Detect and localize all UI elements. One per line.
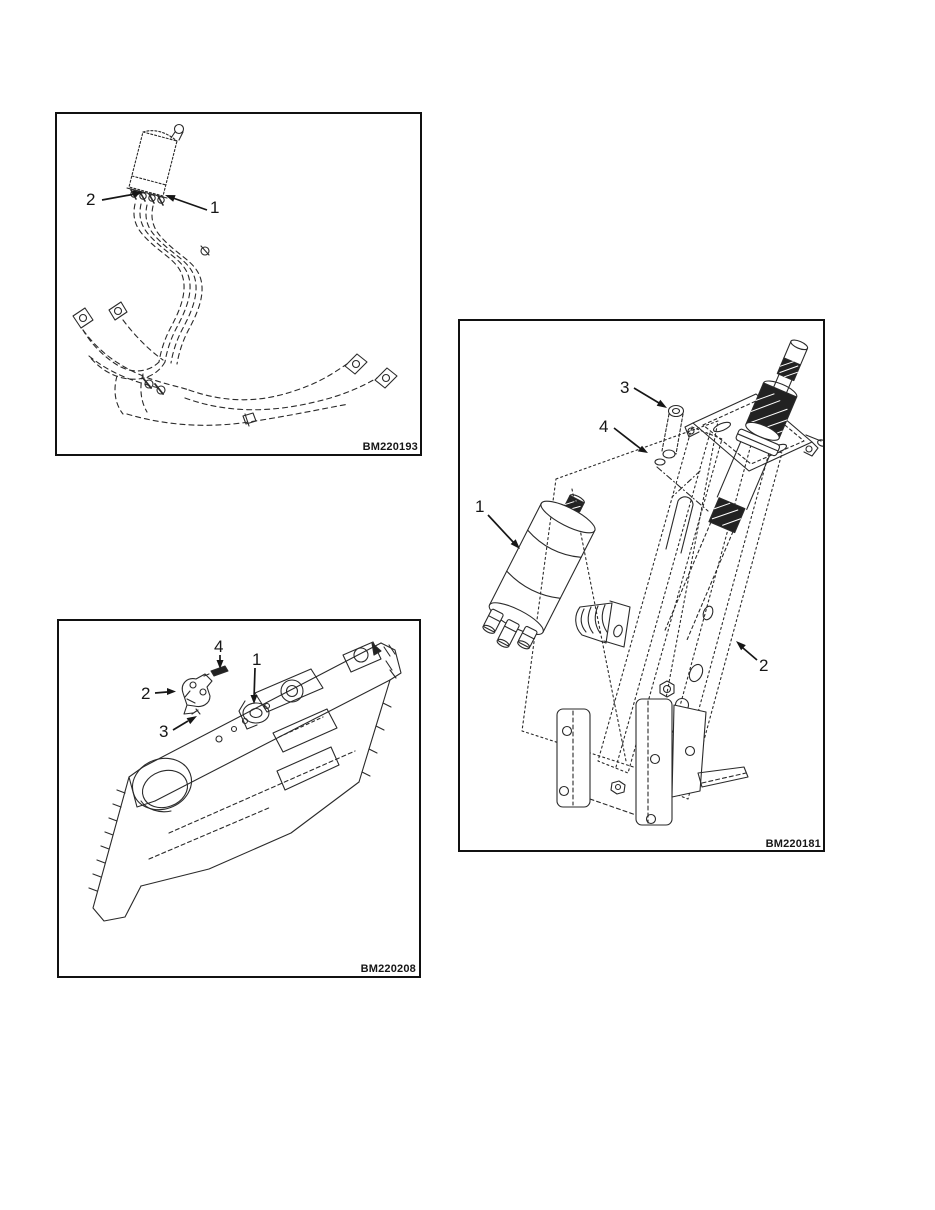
callout-1: 1 (250, 650, 261, 704)
callout-3: 3 (159, 716, 197, 741)
figure-hose-assembly: 2 1 BM220193 (55, 112, 422, 456)
leader-line (172, 720, 189, 731)
arrowhead-icon (186, 716, 197, 725)
leader-line (101, 193, 136, 201)
mounting-flange (684, 393, 823, 472)
callout-label-2: 2 (141, 684, 150, 703)
leader-line (154, 691, 168, 694)
leader-line (253, 667, 256, 700)
gear-coupling (575, 600, 631, 648)
leader-line (742, 647, 758, 661)
arrowhead-icon (656, 399, 667, 408)
hose-fittings (126, 187, 168, 206)
arrowhead-icon (637, 445, 648, 453)
figure-console-assembly: 4 2 1 3 BM220208 (57, 619, 421, 978)
console-top-openings (215, 641, 382, 791)
figure-steering-column: 3 4 1 2 BM220181 (458, 319, 825, 852)
callout-1: 1 (475, 497, 520, 549)
figure-code: BM220193 (363, 441, 418, 453)
screw-part-4 (203, 665, 229, 677)
breather-cap-icon (170, 123, 185, 141)
arrowhead-icon (216, 660, 224, 669)
hose-runs (82, 319, 378, 426)
callout-label-1: 1 (210, 198, 219, 217)
arrowhead-icon (167, 688, 176, 695)
latch-mechanism (238, 700, 271, 730)
callout-1: 1 (165, 195, 219, 217)
leader-line (613, 427, 642, 450)
console-assembly-drawing: 4 2 1 3 BM220208 (88, 637, 416, 975)
arrowhead-icon (736, 641, 746, 651)
screw-part-3 (191, 708, 201, 715)
leader-line (487, 514, 515, 544)
callout-label-4: 4 (599, 417, 608, 436)
hose-end-fittings (72, 301, 398, 427)
figure-code: BM220181 (766, 838, 821, 850)
callout-label-2: 2 (86, 190, 95, 209)
callout-3: 3 (620, 378, 667, 408)
steering-column-drawing: 3 4 1 2 BM220181 (475, 339, 823, 850)
callout-label-1: 1 (475, 497, 484, 516)
hose-clamp (200, 245, 210, 256)
callout-4: 4 (599, 417, 648, 453)
hose-bundle (133, 203, 203, 365)
arrowhead-icon (510, 539, 520, 549)
mounting-bracket-part (181, 673, 213, 715)
leader-line (172, 197, 208, 211)
callout-2: 2 (86, 190, 143, 209)
leader-line (633, 387, 660, 404)
arrowhead-icon (250, 695, 258, 704)
callout-2: 2 (736, 641, 768, 675)
figure-code: BM220208 (361, 963, 416, 975)
callout-2: 2 (141, 684, 176, 703)
cup-holder (131, 757, 193, 813)
steering-shaft (664, 339, 809, 641)
arrowhead-icon (165, 195, 176, 202)
mounting-brackets (556, 698, 749, 826)
pivot-pin-washer (654, 404, 709, 512)
steering-motor (482, 494, 596, 650)
control-valve (128, 130, 178, 197)
callout-label-1: 1 (252, 650, 261, 669)
callout-label-2: 2 (759, 656, 768, 675)
callout-label-4: 4 (214, 637, 223, 656)
hose-assembly-drawing: 2 1 BM220193 (72, 123, 418, 453)
console-body (88, 642, 402, 922)
callout-4: 4 (214, 637, 224, 669)
arrowhead-icon (132, 190, 143, 198)
callout-label-3: 3 (620, 378, 629, 397)
callout-label-3: 3 (159, 722, 168, 741)
